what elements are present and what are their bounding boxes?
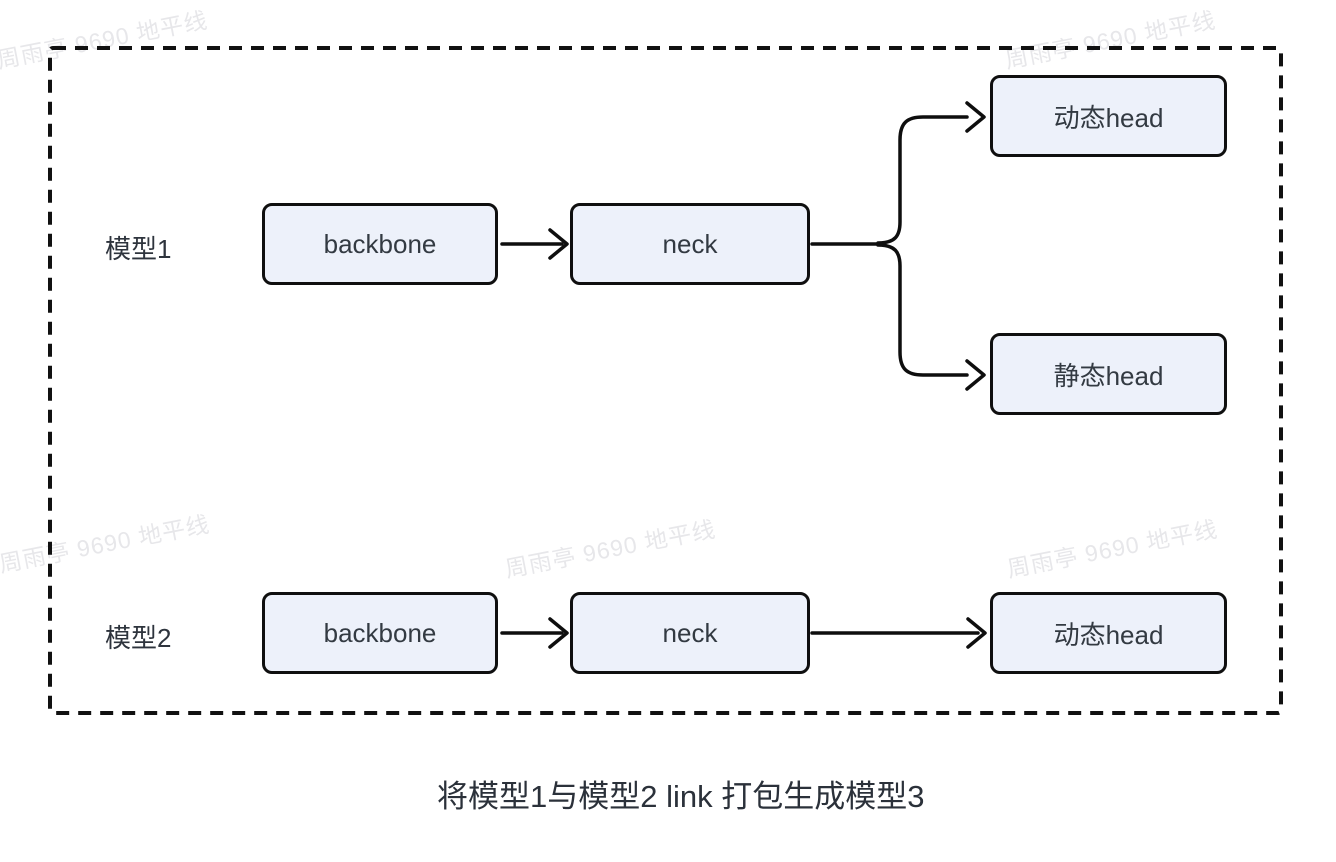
line-m1-branch-lower xyxy=(876,243,969,377)
diagram-caption: 将模型1与模型2 link 打包生成模型3 xyxy=(437,779,925,814)
node-model2-dynamic-head: 动态head xyxy=(990,592,1227,674)
node-model1-static-head: 静态head xyxy=(990,333,1227,415)
arrowhead-m2-neck-head xyxy=(966,617,987,649)
node-model2-backbone: backbone xyxy=(262,592,498,674)
model1-label: 模型1 xyxy=(105,234,172,264)
node-model2-neck: neck xyxy=(570,592,810,674)
arrowhead-m2-backbone-neck xyxy=(548,617,569,649)
arrowhead-m1-dynamic-head xyxy=(965,101,986,133)
arrowhead-m1-static-head xyxy=(965,359,986,391)
model2-label: 模型2 xyxy=(105,623,172,653)
node-model1-backbone: backbone xyxy=(262,203,498,285)
node-model1-dynamic-head: 动态head xyxy=(990,75,1227,157)
line-m1-branch-upper xyxy=(876,115,969,245)
arrowhead-m1-backbone-neck xyxy=(548,228,569,260)
node-model1-neck: neck xyxy=(570,203,810,285)
